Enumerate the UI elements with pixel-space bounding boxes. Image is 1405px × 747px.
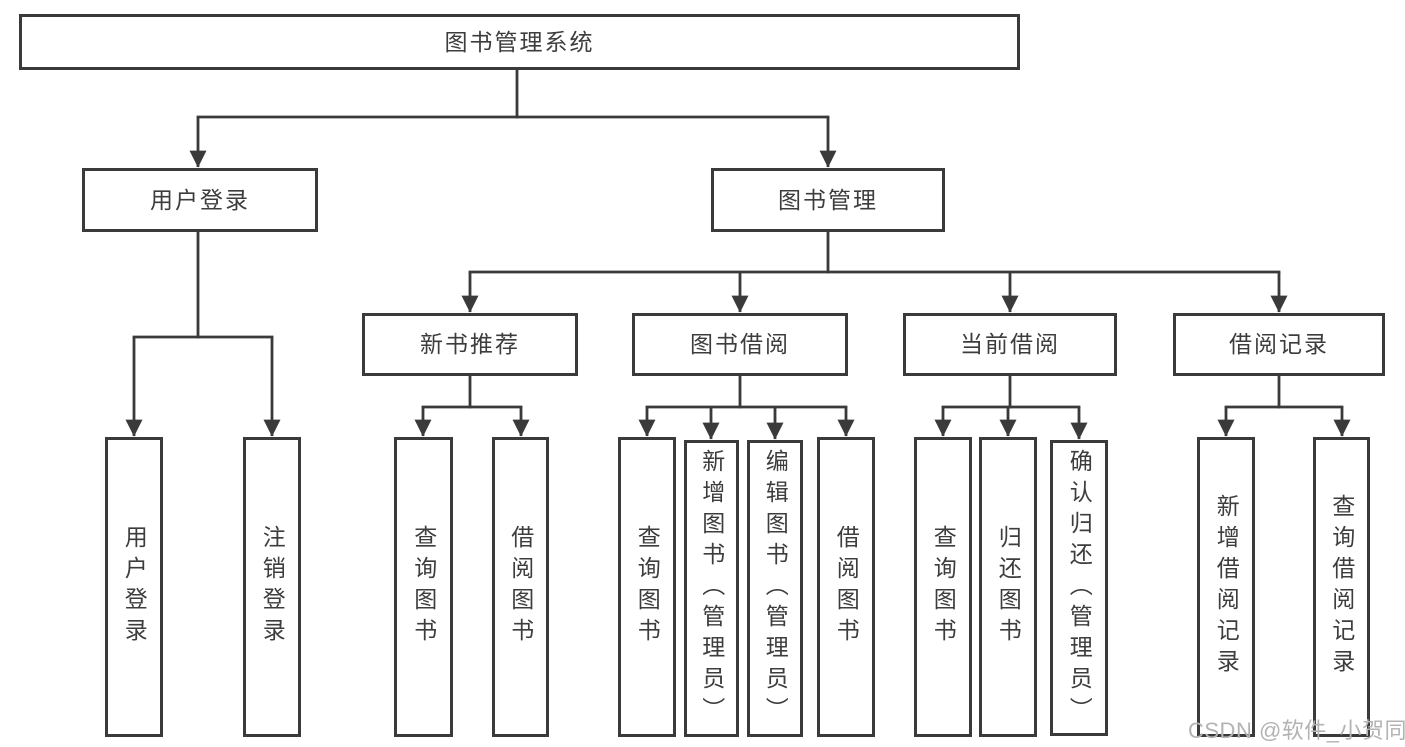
node-book-borrowing: 图书借阅 [632, 313, 848, 376]
node-label: 查询借阅记录 [1328, 494, 1355, 680]
node-label: 新增借阅记录 [1213, 494, 1240, 680]
connector-user-login-to-leaves [125, 230, 281, 437]
connector-book-mgmt-to-level3 [461, 230, 1288, 313]
node-label: 图书管理系统 [444, 28, 595, 55]
node-label: 归还图书 [995, 525, 1022, 649]
node-current-borrowing: 当前借阅 [903, 313, 1117, 376]
leaf-add-borrow-record: 新增借阅记录 [1197, 437, 1255, 737]
csdn-watermark: CSDN @软件_小贺同学 [1188, 718, 1405, 743]
leaf-query-books-current: 查询图书 [914, 437, 972, 737]
node-label: 新增图书（管理员） [698, 449, 725, 728]
node-label: 查询图书 [634, 525, 661, 649]
leaf-borrow-books-recommend: 借阅图书 [492, 437, 549, 737]
leaf-query-books-recommend: 查询图书 [394, 437, 453, 737]
leaf-logout: 注销登录 [243, 437, 301, 737]
node-label: 借阅记录 [1229, 331, 1329, 357]
leaf-confirm-return-admin: 确认归还（管理员） [1050, 440, 1108, 736]
node-borrowing-records: 借阅记录 [1173, 313, 1385, 376]
connector-current-borrow-to-leaves [934, 374, 1088, 440]
leaf-add-book-admin: 新增图书（管理员） [684, 440, 739, 737]
leaf-query-books-borrow: 查询图书 [618, 437, 676, 737]
leaf-user-login: 用户登录 [105, 437, 163, 737]
leaf-query-borrow-record: 查询借阅记录 [1313, 437, 1370, 737]
node-user-login: 用户登录 [82, 168, 318, 232]
leaf-edit-book-admin: 编辑图书（管理员） [747, 440, 803, 737]
connector-root-to-level2 [189, 68, 837, 168]
node-label: 用户登录 [121, 525, 148, 649]
node-label: 新书推荐 [420, 331, 520, 357]
node-new-book-recommendation: 新书推荐 [362, 313, 578, 376]
node-label: 查询图书 [410, 525, 437, 649]
connector-book-borrow-to-leaves [638, 374, 855, 440]
node-label: 借阅图书 [507, 525, 534, 649]
node-label: 借阅图书 [833, 525, 860, 649]
connector-new-book-to-leaves [414, 374, 530, 437]
node-label: 确认归还（管理员） [1066, 448, 1093, 728]
node-label: 用户登录 [150, 186, 250, 213]
node-book-management: 图书管理 [711, 168, 945, 232]
node-label: 图书借阅 [690, 331, 790, 357]
node-library-management-system: 图书管理系统 [19, 14, 1020, 70]
connector-borrow-records-to-leaves [1217, 374, 1351, 437]
node-label: 编辑图书（管理员） [762, 449, 789, 728]
leaf-borrow-books: 借阅图书 [817, 437, 875, 737]
node-label: 注销登录 [259, 525, 286, 649]
leaf-return-book: 归还图书 [979, 437, 1037, 737]
node-label: 查询图书 [930, 525, 957, 649]
node-label: 当前借阅 [960, 331, 1060, 357]
node-label: 图书管理 [778, 186, 878, 213]
